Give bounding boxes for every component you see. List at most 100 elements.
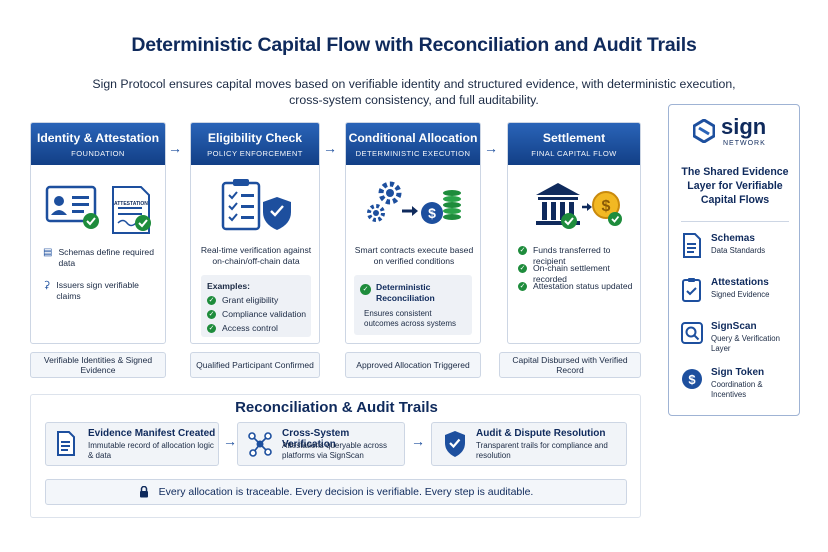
sidebar-item-attestations: Attestations Signed Evidence bbox=[681, 275, 793, 309]
recon-item-text: Transparent trails for compliance and re… bbox=[476, 441, 608, 460]
stage-allocation-card: Conditional Allocation DETERMINISTIC EXE… bbox=[345, 122, 481, 344]
share-nodes-icon: ⚳ bbox=[43, 280, 51, 291]
bank-coin-icon: $ bbox=[536, 183, 622, 229]
box-title: Deterministic Reconciliation bbox=[376, 282, 435, 303]
example-text: Compliance validation bbox=[222, 309, 307, 319]
example-item: ✓ Access control bbox=[207, 323, 278, 334]
audit-banner: Every allocation is traceable. Every dec… bbox=[45, 479, 627, 505]
bullet: ▤ Schemas define required data bbox=[43, 247, 161, 269]
shield-check-icon bbox=[445, 431, 465, 457]
arrow-right-icon: → bbox=[484, 140, 498, 156]
stage-title: Settlement bbox=[542, 131, 606, 145]
logo-word: sign bbox=[721, 114, 767, 139]
check-icon: ✓ bbox=[360, 284, 371, 295]
example-item: ✓ Grant eligibility bbox=[207, 295, 278, 306]
svg-text:$: $ bbox=[428, 205, 436, 221]
stage-footer: Approved Allocation Triggered bbox=[345, 352, 481, 378]
sign-network-sidebar: sign NETWORK The Shared Evidence Layer f… bbox=[668, 104, 800, 416]
stage-settlement-card: Settlement FINAL CAPITAL FLOW $ ✓ Funds t… bbox=[507, 122, 641, 344]
id-card-attestation-icon bbox=[45, 185, 151, 234]
arrow-right-icon: → bbox=[168, 140, 182, 156]
check-icon: ✓ bbox=[518, 264, 527, 273]
sidebar-item-title: Attestations bbox=[711, 277, 769, 288]
stage-subtitle: DETERMINISTIC EXECUTION bbox=[355, 149, 471, 158]
check-icon: ✓ bbox=[207, 324, 216, 333]
sidebar-item-text: Query & Verification Layer bbox=[711, 334, 780, 353]
arrow-right-icon: → bbox=[223, 433, 237, 449]
sidebar-item-title: Sign Token bbox=[711, 367, 765, 378]
attestation-doc-label: ATTESTATION bbox=[114, 201, 148, 207]
bullet-text: Issuers sign verifiable claims bbox=[56, 280, 139, 301]
dollar-coin-icon: $ bbox=[682, 369, 702, 389]
stage-subtitle: FOUNDATION bbox=[71, 149, 125, 158]
document-list-icon: ▤ bbox=[43, 247, 53, 258]
stage-title: Conditional Allocation bbox=[348, 131, 478, 145]
sidebar-item-schemas: Schemas Data Standards bbox=[681, 231, 793, 265]
bullet: ⚳ Issuers sign verifiable claims bbox=[43, 280, 161, 302]
gears-coins-icon: $ bbox=[367, 181, 461, 224]
bullet-text: Attestation status updated bbox=[533, 281, 633, 291]
document-icon bbox=[57, 431, 75, 456]
reconciliation-section: Reconciliation & Audit Trails Evidence M… bbox=[30, 394, 641, 518]
sidebar-item-text: Signed Evidence bbox=[711, 290, 770, 299]
example-text: Access control bbox=[222, 323, 278, 333]
stage-identity-header: Identity & Attestation FOUNDATION bbox=[31, 123, 165, 165]
sign-logo-icon bbox=[693, 119, 715, 143]
document-list-icon bbox=[683, 233, 701, 258]
divider bbox=[681, 221, 789, 222]
audit-banner-text: Every allocation is traceable. Every dec… bbox=[158, 486, 534, 498]
arrow-right-icon: → bbox=[323, 140, 337, 156]
recon-item-title: Evidence Manifest Created bbox=[88, 428, 216, 439]
stage-footer: Verifiable Identities & Signed Evidence bbox=[30, 352, 166, 378]
sidebar-item-signscan: SignScan Query & Verification Layer bbox=[681, 319, 793, 359]
sidebar-item-title: Schemas bbox=[711, 233, 755, 244]
example-item: ✓ Compliance validation bbox=[207, 309, 306, 320]
settlement-bullet: ✓ Attestation status updated bbox=[518, 281, 638, 292]
stage-footer: Qualified Participant Confirmed bbox=[190, 352, 320, 378]
stage-description: Smart contracts execute based on verifie… bbox=[354, 245, 474, 266]
stage-allocation-header: Conditional Allocation DETERMINISTIC EXE… bbox=[346, 123, 480, 165]
sidebar-item-sign-token: $ Sign Token Coordination & Incentives bbox=[681, 365, 793, 405]
stage-subtitle: FINAL CAPITAL FLOW bbox=[531, 149, 617, 158]
reconciliation-title: Reconciliation & Audit Trails bbox=[235, 399, 438, 416]
stage-title: Identity & Attestation bbox=[36, 131, 160, 145]
sidebar-heading: The Shared Evidence Layer for Verifiable… bbox=[681, 166, 789, 206]
example-text: Grant eligibility bbox=[222, 295, 279, 305]
lock-icon bbox=[139, 486, 148, 498]
box-text: Ensures consistent outcomes across syste… bbox=[364, 309, 457, 328]
page-subtitle: Sign Protocol ensures capital moves base… bbox=[92, 77, 736, 107]
bullet-text: On-chain settlement recorded bbox=[533, 263, 610, 284]
recon-item: Evidence Manifest Created Immutable reco… bbox=[45, 422, 219, 466]
check-icon: ✓ bbox=[207, 310, 216, 319]
stage-eligibility-card: Eligibility Check POLICY ENFORCEMENT Rea… bbox=[190, 122, 320, 344]
recon-item-text: Immutable record of allocation logic & d… bbox=[88, 441, 214, 460]
recon-item-title: Cross-System Verification bbox=[282, 428, 350, 450]
arrow-right-icon: → bbox=[411, 433, 425, 449]
examples-title: Examples: bbox=[207, 281, 250, 291]
recon-item-title: Audit & Dispute Resolution bbox=[476, 428, 606, 439]
recon-item: Audit & Dispute Resolution Transparent t… bbox=[431, 422, 627, 466]
check-icon: ✓ bbox=[518, 282, 527, 291]
reconciliation-box: ✓ Deterministic Reconciliation Ensures c… bbox=[354, 275, 472, 335]
svg-text:$: $ bbox=[688, 372, 696, 387]
stage-footer: Capital Disbursed with Verified Record bbox=[499, 352, 641, 378]
bullet-text: Funds transferred to recipient bbox=[533, 245, 611, 266]
svg-text:$: $ bbox=[602, 198, 611, 215]
sidebar-item-text: Coordination & Incentives bbox=[711, 380, 763, 399]
recon-item: Cross-System Verification Attestations q… bbox=[237, 422, 405, 466]
examples-box: Examples: ✓ Grant eligibility ✓ Compliance… bbox=[201, 275, 311, 337]
bullet-text: Schemas define required data bbox=[58, 247, 154, 268]
stage-description: Real-time verification against on-chain/… bbox=[200, 245, 312, 266]
settlement-bullet: ✓ On-chain settlement recorded bbox=[518, 263, 638, 285]
stage-title: Eligibility Check bbox=[207, 131, 303, 145]
check-icon: ✓ bbox=[518, 246, 527, 255]
logo-subtitle: NETWORK bbox=[723, 140, 766, 147]
stage-identity-card: Identity & Attestation FOUNDATION ATTEST… bbox=[30, 122, 166, 344]
scan-search-icon bbox=[681, 322, 703, 344]
stage-subtitle: POLICY ENFORCEMENT bbox=[207, 149, 303, 158]
network-nodes-icon bbox=[248, 432, 272, 457]
check-icon: ✓ bbox=[207, 296, 216, 305]
sidebar-item-title: SignScan bbox=[711, 321, 757, 332]
sidebar-item-text: Data Standards bbox=[711, 246, 766, 255]
settlement-bullet: ✓ Funds transferred to recipient bbox=[518, 245, 638, 267]
